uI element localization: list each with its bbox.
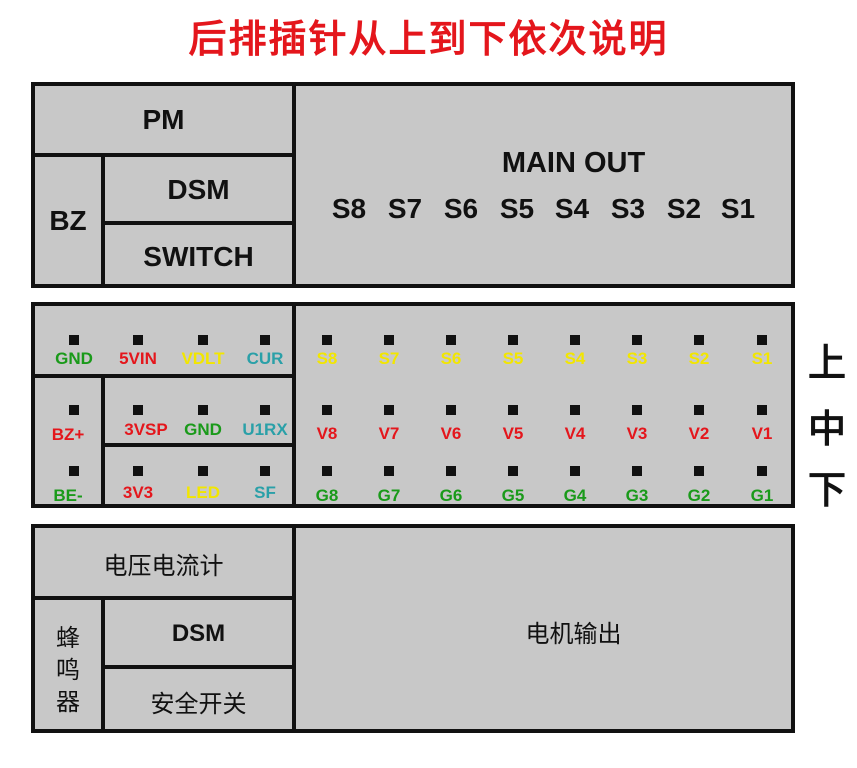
pin-v1-pin: [757, 405, 767, 415]
pin-cur-r1-label: CUR: [246, 349, 284, 368]
pin-g2-pin: [694, 466, 704, 476]
pin-s5-pin: [508, 335, 518, 345]
pin-led-r3-label: LED: [186, 483, 220, 502]
pin-v4-label: V4: [564, 424, 586, 443]
pin-s4-label: S4: [564, 349, 586, 368]
pin-bz-plus-label: BZ+: [51, 425, 85, 444]
pin-s1-pin: [757, 335, 767, 345]
pin-bz-plus-pin: [69, 405, 79, 415]
pin-s1-label: S1: [751, 349, 773, 368]
pin-5vin-r1-label: 5VIN: [119, 349, 157, 368]
main-out-channel-s2: S2: [666, 193, 702, 224]
pin-s3-label: S3: [626, 349, 648, 368]
top-panel: [31, 82, 795, 288]
pin-v1-label: V1: [751, 424, 773, 443]
main-out-channel-s6: S6: [443, 193, 479, 224]
pin-u1rx-r2-label: U1RX: [242, 420, 288, 439]
pm-label: PM: [142, 104, 185, 135]
main-out-channel-s8: S8: [331, 193, 367, 224]
pin-v8-label: V8: [316, 424, 338, 443]
meter-label: 电压电流计: [103, 552, 224, 580]
pin-3vsp-r2-pin: [133, 405, 143, 415]
pin-sf-r3-pin: [260, 466, 270, 476]
bottom-panel: [31, 524, 795, 733]
motor-output-label: 电机输出: [525, 620, 622, 648]
pin-be-minus-label: BE-: [53, 486, 83, 505]
buzzer-char-1: 蜂: [56, 624, 80, 652]
pin-g2-label: G2: [687, 486, 711, 505]
pin-s4-pin: [570, 335, 580, 345]
pin-g7-pin: [384, 466, 394, 476]
pin-v5-pin: [508, 405, 518, 415]
pin-v7-pin: [384, 405, 394, 415]
pin-g6-pin: [446, 466, 456, 476]
pin-v2-label: V2: [688, 424, 710, 443]
pin-v5-label: V5: [502, 424, 524, 443]
pin-3v3-r3-label: 3V3: [122, 483, 154, 502]
dsm-label: DSM: [167, 174, 230, 205]
pin-g5-pin: [508, 466, 518, 476]
pin-gnd-r1-label: GND: [55, 349, 93, 368]
pin-5vin-r1-pin: [133, 335, 143, 345]
pin-led-r3-pin: [198, 466, 208, 476]
pin-g7-label: G7: [377, 486, 401, 505]
side-label-middle: 中: [807, 407, 846, 451]
pin-g4-pin: [570, 466, 580, 476]
pin-g4-label: G4: [563, 486, 587, 505]
pin-s8-label: S8: [316, 349, 338, 368]
main-out-channel-s7: S7: [387, 193, 423, 224]
side-label-top: 上: [807, 341, 846, 385]
main-out-channel-s3: S3: [610, 193, 646, 224]
pin-u1rx-r2-pin: [260, 405, 270, 415]
pin-s2-pin: [694, 335, 704, 345]
pin-g1-pin: [757, 466, 767, 476]
dsm-bottom-label: DSM: [171, 620, 226, 647]
pin-s3-pin: [632, 335, 642, 345]
pin-panel: [31, 302, 795, 508]
main-out-channel-s5: S5: [499, 193, 535, 224]
pin-vdlt-r1-label: VDLT: [181, 349, 225, 368]
buzzer-char-2: 鸣: [56, 656, 80, 684]
pin-v6-pin: [446, 405, 456, 415]
pin-s6-label: S6: [440, 349, 462, 368]
pin-3vsp-r2-label: 3VSP: [124, 420, 168, 439]
pin-g5-label: G5: [501, 486, 525, 505]
pin-vdlt-r1-pin: [198, 335, 208, 345]
pin-s7-pin: [384, 335, 394, 345]
pin-cur-r1-pin: [260, 335, 270, 345]
buzzer-char-3: 器: [56, 688, 80, 716]
pin-gnd-r2-pin: [198, 405, 208, 415]
pin-s6-pin: [446, 335, 456, 345]
pin-s2-label: S2: [688, 349, 710, 368]
pin-g3-label: G3: [625, 486, 649, 505]
page-title: 后排插针从上到下依次说明: [188, 17, 669, 61]
side-label-bottom: 下: [807, 468, 846, 512]
pin-be-minus-pin: [69, 466, 79, 476]
pin-g8-pin: [322, 466, 332, 476]
bz-label: BZ: [49, 205, 87, 236]
pin-v3-pin: [632, 405, 642, 415]
pin-sf-r3-label: SF: [254, 483, 276, 502]
pin-v2-pin: [694, 405, 704, 415]
pin-s7-label: S7: [378, 349, 400, 368]
pin-v8-pin: [322, 405, 332, 415]
pin-gnd-r1-pin: [69, 335, 79, 345]
pin-v4-pin: [570, 405, 580, 415]
pin-g6-label: G6: [439, 486, 463, 505]
main-out-channel-s4: S4: [554, 193, 590, 224]
pin-v7-label: V7: [378, 424, 400, 443]
pin-3v3-r3-pin: [133, 466, 143, 476]
pin-v3-label: V3: [626, 424, 648, 443]
pin-s5-label: S5: [502, 349, 524, 368]
pin-g8-label: G8: [315, 486, 339, 505]
safety-switch-label: 安全开关: [150, 690, 247, 718]
pin-v6-label: V6: [440, 424, 462, 443]
pin-g1-label: G1: [750, 486, 774, 505]
pin-g3-pin: [632, 466, 642, 476]
pin-s8-pin: [322, 335, 332, 345]
main-out-label: MAIN OUT: [501, 147, 646, 179]
main-out-channel-s1: S1: [720, 193, 756, 224]
switch-label: SWITCH: [143, 241, 254, 272]
pin-gnd-r2-label: GND: [184, 420, 222, 439]
